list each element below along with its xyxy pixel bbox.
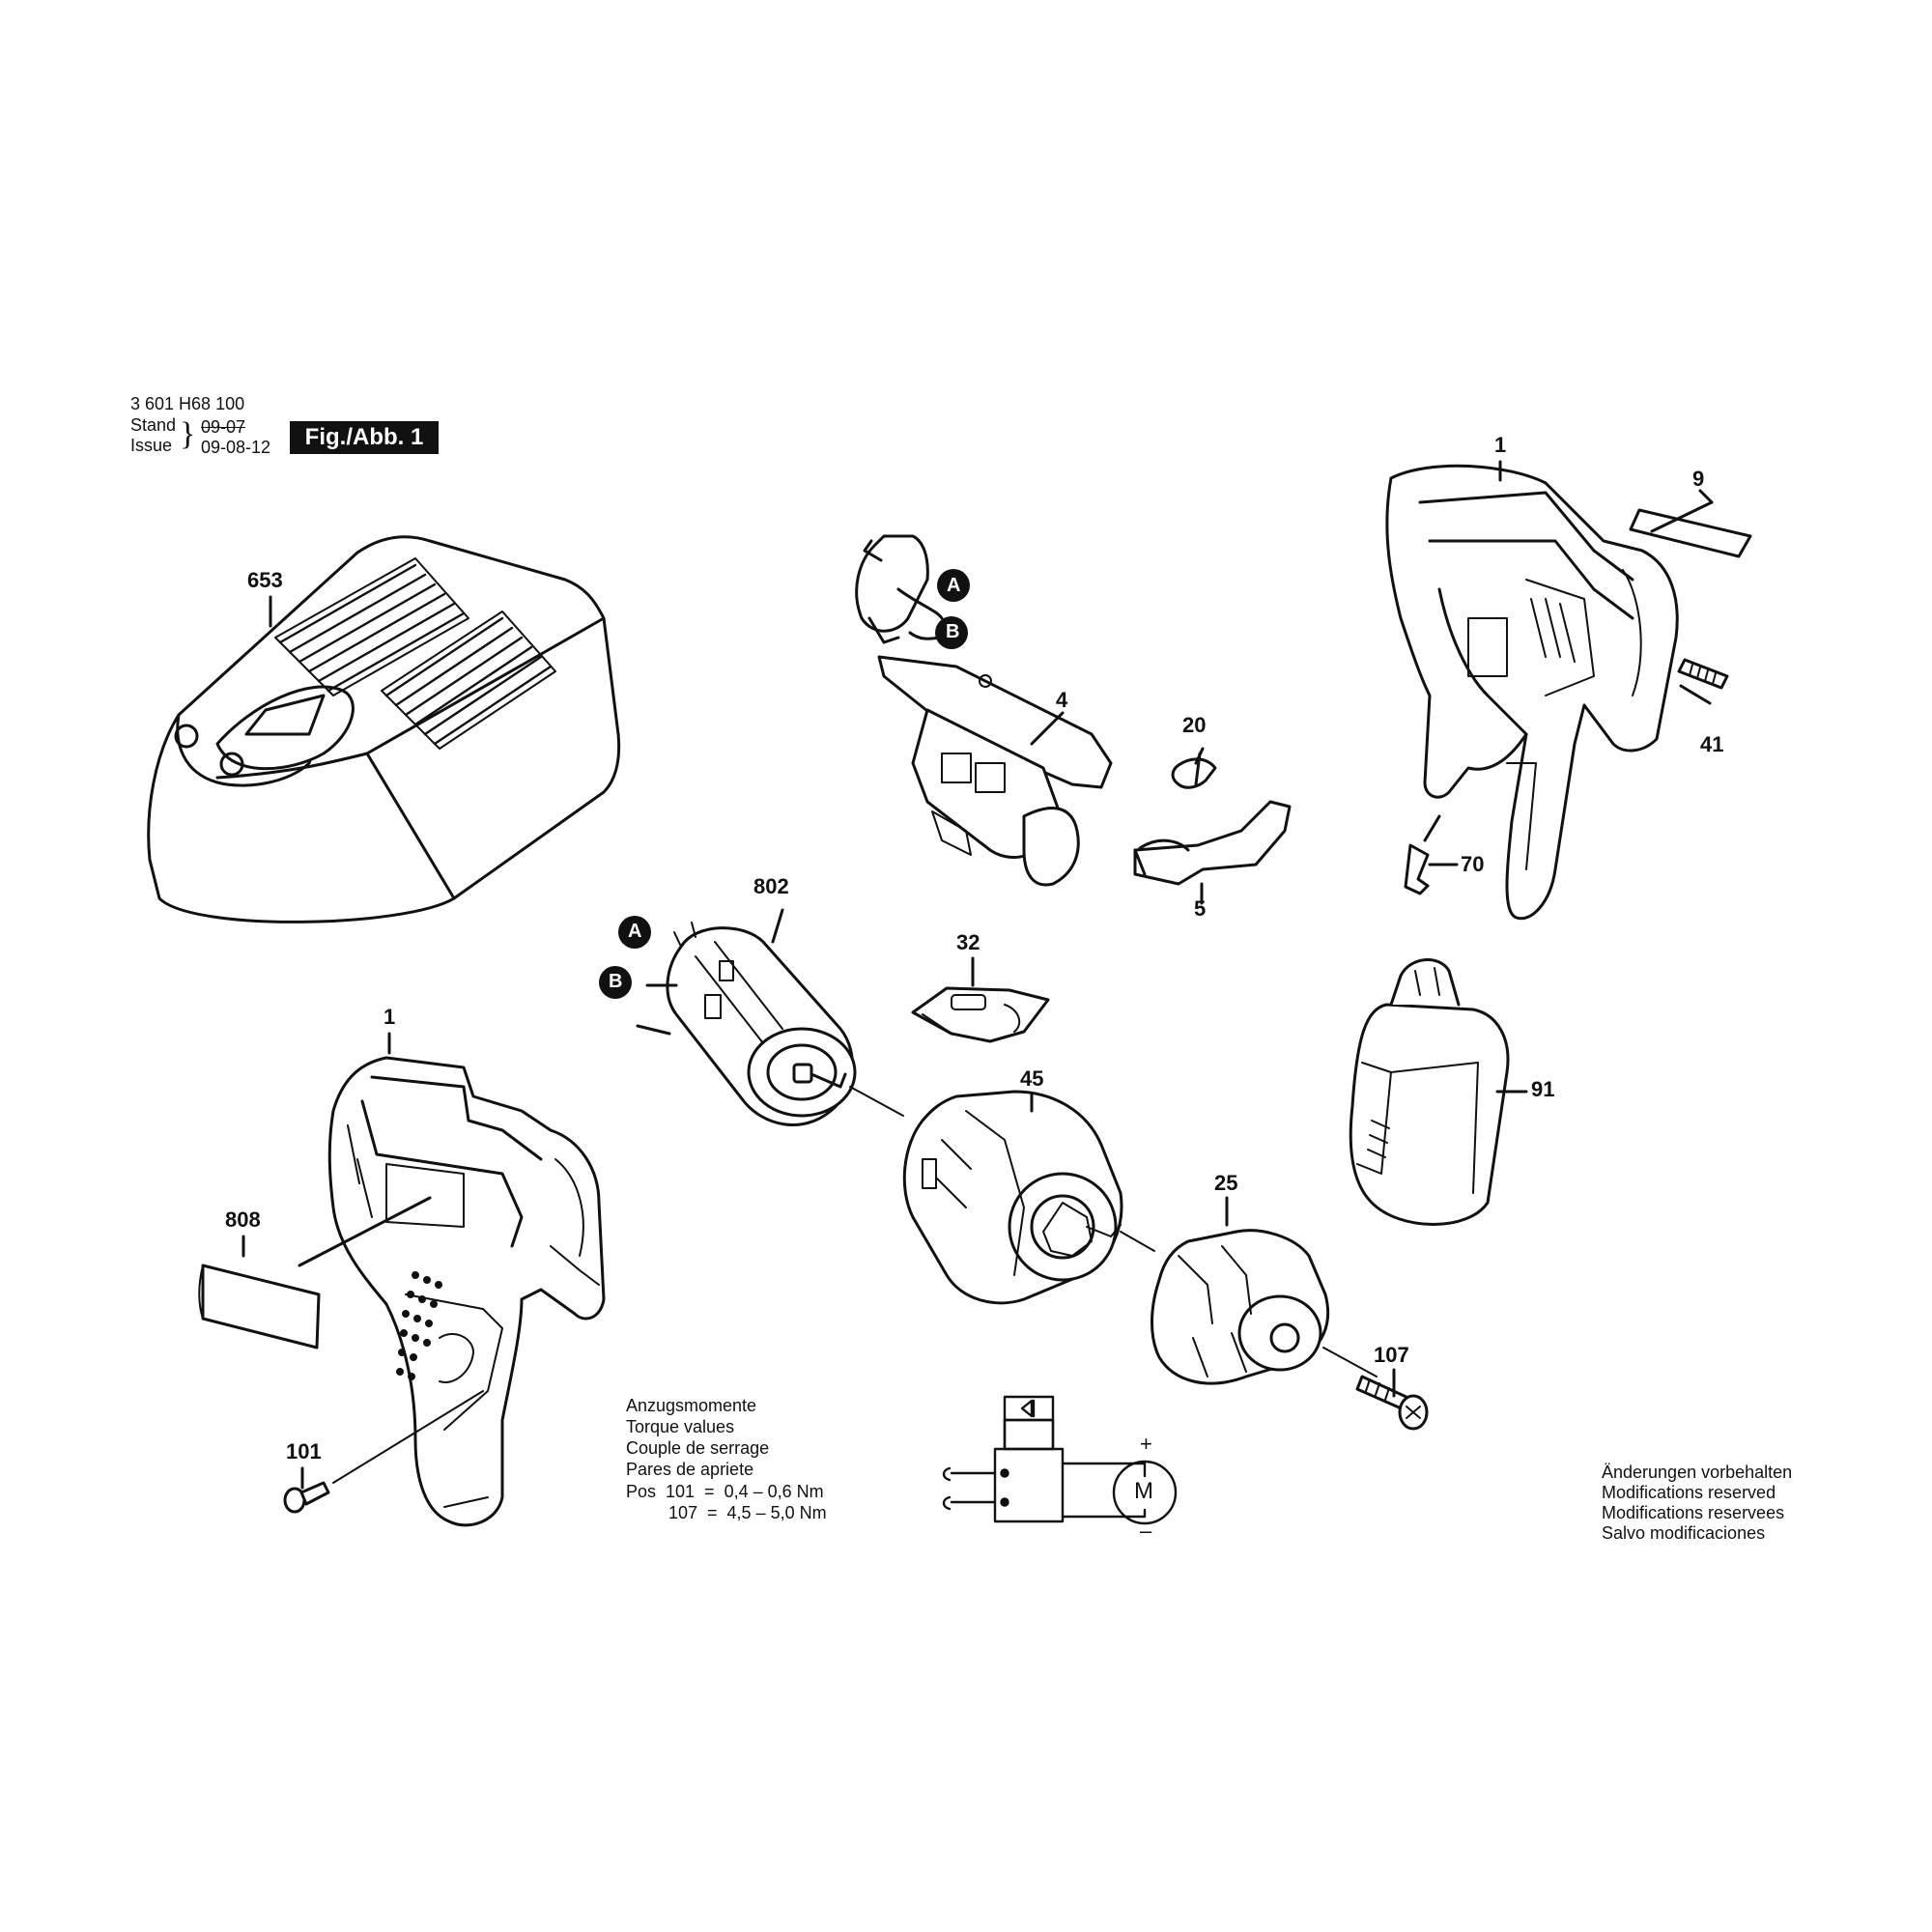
label-41: 41 [1700,732,1724,756]
leader-41 [1679,684,1712,705]
label-1-bottom: 1 [384,1005,396,1029]
callout-b-top [935,616,968,649]
axis-screw-housing [332,1390,484,1484]
leader-motor-b [636,1024,671,1036]
notice-en: Modifications reserved [1602,1483,1776,1502]
leader-70b [1423,814,1441,842]
housing-shell-part [1385,464,1679,921]
label-4: 4 [1056,688,1068,712]
axis-gear-chuck [1120,1231,1155,1252]
notice-fr: Modifications reservees [1602,1503,1785,1522]
label-1-top: 1 [1494,433,1507,457]
label-802: 802 [753,874,789,898]
torque-heading-de: Anzugsmomente [626,1396,757,1415]
label-101: 101 [286,1439,322,1463]
leader-4 [1030,711,1065,746]
nameplate-part [1629,508,1752,558]
leader-9b [1698,489,1714,504]
minus-terminal: – [1140,1519,1152,1543]
label-sheet-part [198,1264,321,1350]
plus-terminal: + [1140,1432,1152,1456]
gearbox-part [902,1090,1123,1305]
label-a-top: A [947,575,961,596]
label-a-motor: A [628,921,642,942]
selector-part [911,986,1050,1043]
wire-harness-part [855,534,944,644]
callout-a-top [937,569,970,602]
callout-b-motor [599,966,632,999]
slider-part [1133,800,1292,886]
notice-de: Änderungen vorbehalten [1602,1463,1793,1482]
knob-part [1171,752,1217,789]
leader-802 [771,908,784,944]
axis-chuck-screw [1322,1347,1378,1378]
small-label-part [1677,658,1729,690]
housing-main-part [327,1056,606,1527]
torque-row-107: 107 = 4,5 – 5,0 Nm [668,1503,827,1522]
date-current: 09-08-12 [201,438,271,457]
torque-heading-es: Pares de apriete [626,1460,754,1479]
axis-motor-gear [849,1086,904,1117]
label-b-motor: B [609,971,623,992]
switch-part [877,655,1113,887]
label-653: 653 [247,568,283,592]
label-45: 45 [1020,1066,1044,1091]
label-32: 32 [956,930,980,954]
label-20: 20 [1182,713,1207,737]
label-5: 5 [1194,896,1207,921]
label-808: 808 [225,1208,261,1232]
label-9: 9 [1692,467,1705,491]
notice-es: Salvo modificaciones [1602,1523,1766,1543]
brace-mark: } [180,416,196,452]
leader-20 [1194,747,1205,765]
chuck-part [1151,1229,1330,1385]
screw-housing-part [283,1481,330,1514]
label-70: 70 [1461,852,1485,876]
figure-badge: Fig./Abb. 1 [290,421,439,454]
torque-heading-fr: Couple de serrage [626,1438,770,1458]
battery-part [1349,958,1510,1226]
motor-symbol: M [1134,1478,1153,1504]
motor-part [666,922,857,1126]
screw-chuck-part [1355,1375,1429,1431]
leader-9 [1650,500,1714,533]
model-number: 3 601 H68 100 [130,394,245,413]
leader-808b [298,1196,432,1267]
stand-label: Stand [130,415,177,435]
torque-row-101: Pos 101 = 0,4 – 0,6 Nm [626,1482,824,1501]
callout-a-motor [618,916,651,949]
clip-part [1404,843,1430,895]
label-b-top: B [946,621,960,642]
label-25: 25 [1214,1171,1238,1195]
torque-heading-en: Torque values [626,1417,735,1436]
charger-part [147,535,621,923]
circuit-diagram [942,1395,1178,1525]
date-struck: 09-07 [201,417,246,437]
issue-label: Issue [130,436,173,455]
label-107: 107 [1374,1343,1409,1367]
label-91: 91 [1531,1077,1555,1101]
